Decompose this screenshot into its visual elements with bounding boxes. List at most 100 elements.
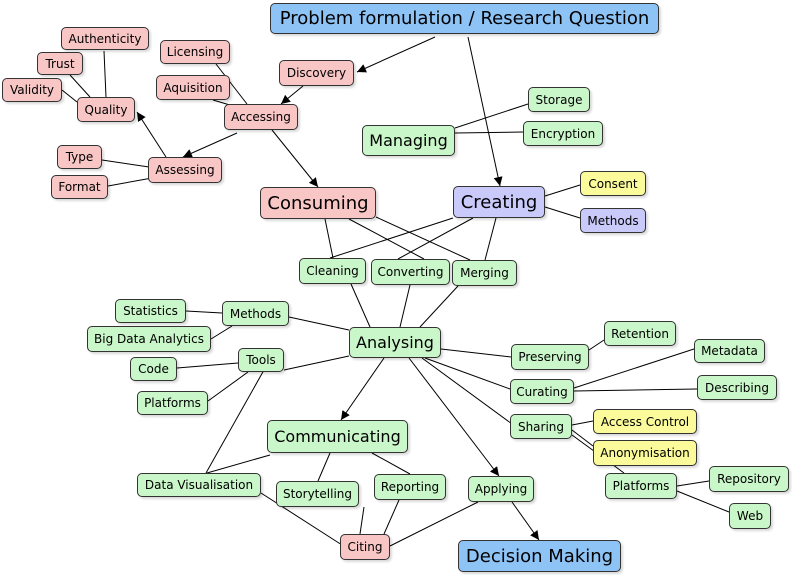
node-accessing: Accessing: [224, 104, 298, 130]
connector-line: [324, 218, 334, 259]
connector-line: [383, 499, 400, 535]
node-merging: Merging: [452, 260, 517, 286]
connector-line: [210, 325, 233, 340]
connector-line: [484, 217, 497, 261]
node-metadata: Metadata: [694, 339, 765, 363]
connector-line: [544, 206, 581, 219]
node-consent: Consent: [580, 171, 646, 196]
connector-line: [573, 348, 695, 389]
arrow-connector: [271, 129, 319, 188]
node-curating: Curating: [510, 379, 574, 404]
connector-line: [206, 454, 271, 474]
connector-line: [260, 492, 343, 546]
connector-line: [359, 506, 365, 535]
node-problem-formulation: Problem formulation / Research Question: [270, 3, 659, 34]
connector-line: [676, 480, 710, 487]
node-assessing: Assessing: [148, 157, 222, 183]
node-analysing: Analysing: [349, 327, 441, 358]
node-communicating: Communicating: [267, 420, 408, 453]
node-repository: Repository: [709, 466, 789, 492]
node-trust: Trust: [37, 52, 83, 75]
node-code: Code: [130, 357, 177, 381]
connector-line: [375, 216, 471, 261]
connector-line: [399, 284, 411, 328]
connector-line: [424, 357, 511, 390]
connector-line: [185, 310, 223, 314]
node-type: Type: [57, 145, 102, 169]
connector-line: [397, 217, 474, 260]
node-web: Web: [729, 503, 771, 529]
arrow-connector: [356, 36, 436, 73]
node-quality: Quality: [77, 97, 135, 122]
connector-line: [207, 371, 249, 402]
node-licensing: Licensing: [160, 40, 230, 64]
arrow-connector: [136, 111, 167, 158]
connector-line: [350, 283, 371, 328]
node-storage: Storage: [528, 87, 590, 112]
node-authenticity: Authenticity: [61, 27, 149, 50]
node-data-visualisation: Data Visualisation: [137, 473, 261, 497]
node-validity: Validity: [2, 78, 62, 102]
connector-line: [205, 369, 265, 474]
connector-line: [283, 355, 350, 371]
node-format: Format: [51, 175, 108, 199]
node-describing: Describing: [697, 375, 777, 400]
connector-line: [419, 285, 459, 328]
connector-line: [103, 50, 107, 98]
connector-line: [676, 490, 730, 513]
node-citing: Citing: [340, 534, 390, 560]
connector-line: [329, 217, 454, 259]
arrow-connector: [280, 85, 304, 105]
connector-line: [571, 429, 594, 447]
node-big-data-analytics: Big Data Analytics: [87, 326, 211, 352]
node-creating: Creating: [453, 186, 545, 218]
node-consuming: Consuming: [260, 187, 376, 219]
node-discovery: Discovery: [279, 60, 354, 86]
arrow-connector: [408, 357, 500, 477]
node-managing: Managing: [362, 125, 455, 156]
connector-line: [348, 218, 425, 260]
node-methods-analysing: Methods: [222, 301, 289, 326]
connector-line: [69, 74, 91, 98]
node-converting: Converting: [371, 259, 450, 285]
node-preserving: Preserving: [511, 344, 589, 370]
node-aquisition: Aquisition: [156, 75, 230, 100]
node-anonymisation: Anonymisation: [593, 440, 697, 466]
node-applying: Applying: [468, 476, 534, 502]
node-decision-making: Decision Making: [458, 540, 621, 572]
node-statistics: Statistics: [115, 299, 186, 323]
node-platforms-sharing: Platforms: [605, 473, 677, 499]
connector-line: [107, 177, 153, 187]
connector-line: [101, 159, 150, 168]
connector-line: [288, 316, 350, 331]
node-access-control: Access Control: [593, 409, 697, 434]
arrow-connector: [511, 501, 540, 541]
connector-line: [440, 348, 512, 358]
connector-line: [371, 452, 411, 475]
node-storytelling: Storytelling: [276, 481, 359, 507]
connector-line: [573, 388, 698, 392]
node-methods-creating: Methods: [580, 208, 646, 233]
connector-line: [389, 501, 479, 547]
node-sharing: Sharing: [510, 414, 572, 439]
node-encryption: Encryption: [523, 121, 603, 146]
node-tools: Tools: [238, 348, 284, 372]
connector-line: [544, 184, 581, 197]
connector-line: [421, 357, 513, 425]
connector-line: [454, 103, 529, 129]
node-platforms-tools: Platforms: [137, 391, 208, 415]
node-retention: Retention: [604, 321, 676, 346]
node-cleaning: Cleaning: [299, 258, 366, 284]
arrow-connector: [340, 357, 385, 421]
connector-line: [588, 339, 605, 351]
connector-line: [454, 131, 524, 134]
node-reporting: Reporting: [374, 474, 446, 500]
connector-line: [176, 362, 239, 369]
connector-line: [215, 63, 248, 105]
connector-line: [571, 420, 594, 426]
arrow-connector: [182, 132, 238, 158]
connector-line: [317, 452, 331, 482]
arrow-connector: [467, 36, 503, 187]
